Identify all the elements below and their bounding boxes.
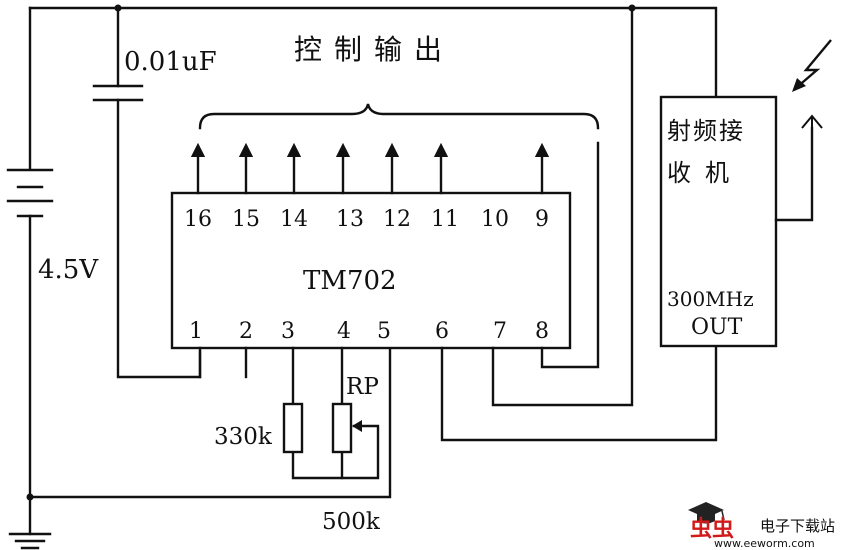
resistor-label: 330k — [214, 424, 273, 450]
radio-wave-icon — [792, 39, 832, 92]
pin-number: 14 — [280, 207, 308, 232]
chip-label: TM702 — [303, 266, 397, 296]
top-pin-numbers: 16 15 14 13 12 11 10 9 — [184, 207, 549, 232]
pin-number: 4 — [337, 319, 351, 344]
ground-wiring — [8, 346, 392, 550]
pot-value-label: 500k — [322, 509, 381, 535]
resistor-330k — [282, 402, 304, 454]
receiver-label-line1: 射频接 — [667, 117, 745, 145]
antenna-icon — [801, 114, 823, 134]
pin-number: 1 — [189, 319, 203, 344]
pin-number: 6 — [435, 319, 449, 344]
pin-number: 7 — [493, 319, 507, 344]
receiver-out-label: OUT — [691, 315, 743, 340]
battery-label: 4.5V — [38, 255, 99, 285]
receiver-freq-label: 300MHz — [667, 287, 754, 311]
pin-wiring — [198, 6, 718, 480]
battery-symbol — [6, 168, 54, 499]
rf-receiver — [659, 95, 814, 348]
potentiometer-rp — [331, 402, 362, 454]
pin-number: 3 — [281, 319, 295, 344]
pin-number: 15 — [232, 207, 260, 232]
capacitor-label: 0.01uF — [124, 47, 217, 77]
pin-number: 2 — [239, 319, 253, 344]
pot-label: RP — [346, 374, 379, 400]
receiver-label-line2: 收机 — [667, 159, 743, 187]
control-output-arrows — [190, 142, 550, 195]
watermark: 虫虫 电子下载站 www.eeworm.com — [688, 502, 835, 550]
pin-number: 12 — [383, 207, 411, 232]
watermark-site-name: 电子下载站 — [760, 517, 835, 535]
pin-number: 11 — [431, 207, 459, 232]
pin-number: 9 — [535, 207, 549, 232]
pin-number: 16 — [184, 207, 212, 232]
watermark-url: www.eeworm.com — [714, 537, 815, 550]
control-output-label: 控制输出 — [294, 33, 454, 66]
pin-number: 5 — [377, 319, 391, 344]
pin-number: 8 — [535, 319, 549, 344]
pin-number: 10 — [481, 207, 509, 232]
pin-number: 13 — [336, 207, 364, 232]
watermark-logo: 虫虫 — [690, 516, 734, 542]
chip-tm702 — [170, 191, 572, 350]
bottom-pin-numbers: 1 2 3 4 5 6 7 8 — [189, 319, 549, 344]
graduation-cap-icon — [688, 502, 725, 524]
control-output-brace — [198, 103, 600, 130]
